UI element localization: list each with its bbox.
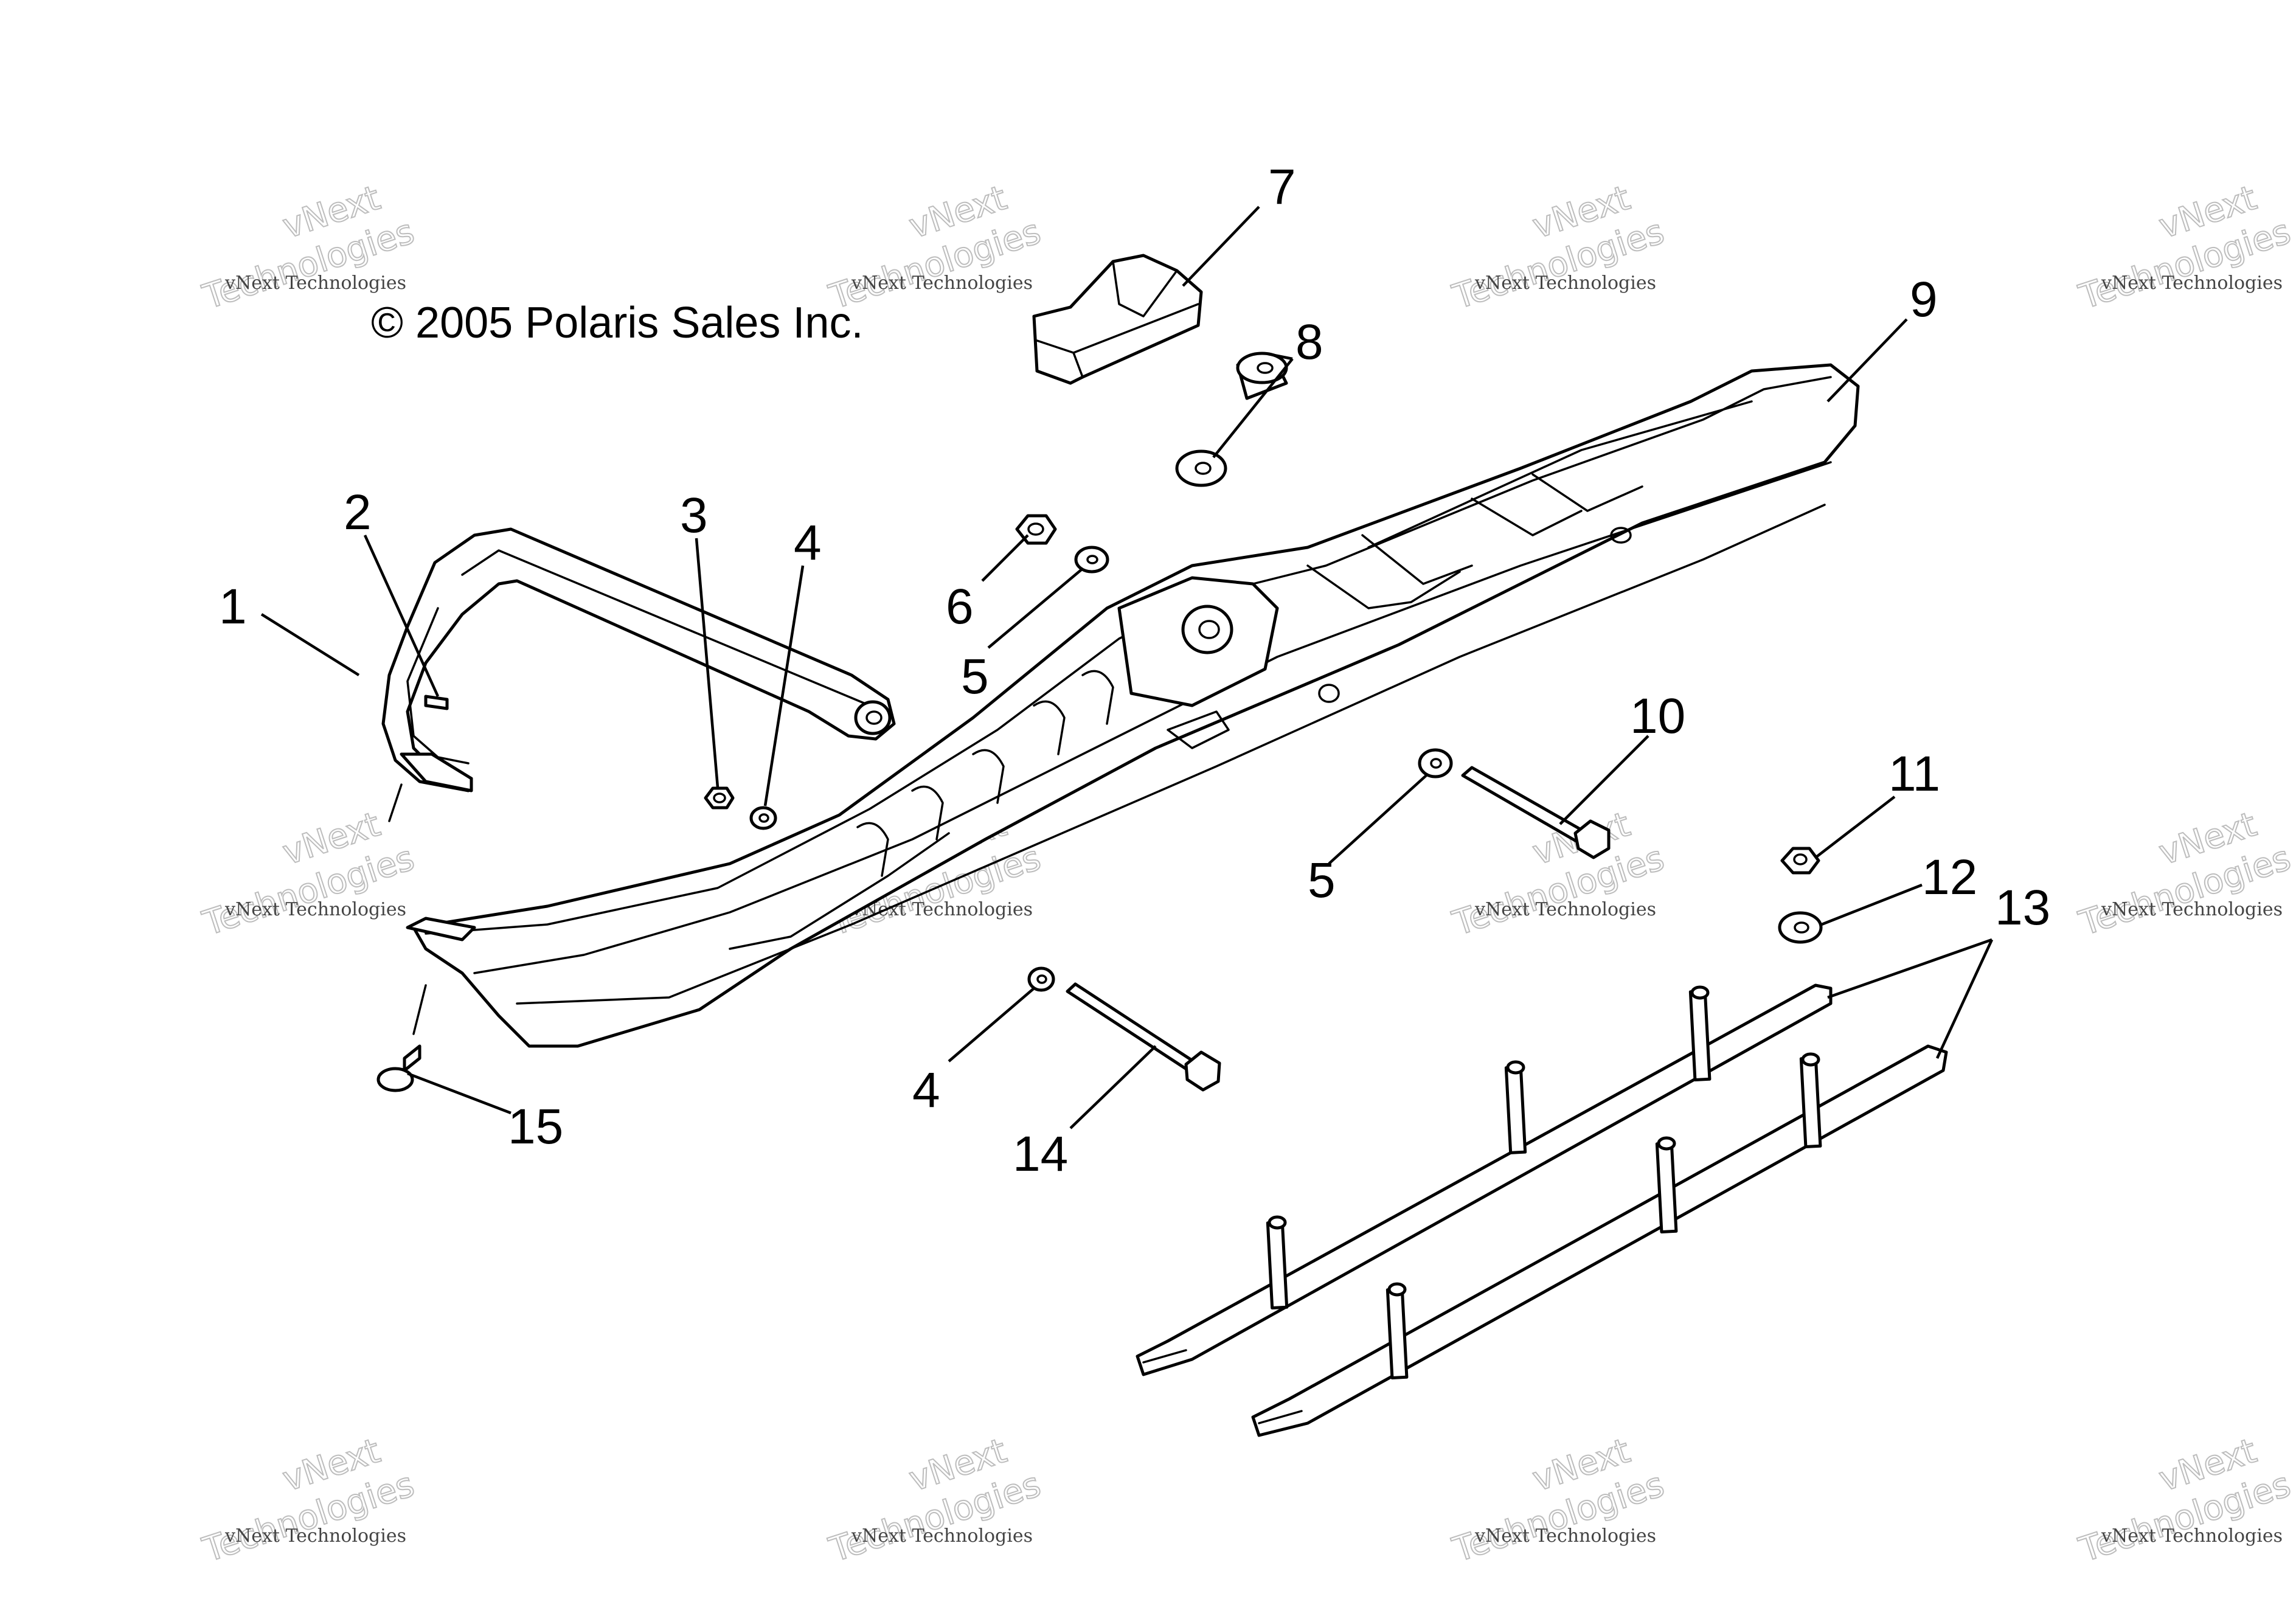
callout-8: 8: [1295, 314, 1323, 370]
svg-text:vNext Technologies: vNext Technologies: [2101, 1525, 2283, 1547]
svg-text:vNext Technologies: vNext Technologies: [224, 1525, 406, 1547]
callout-13: 13: [1995, 880, 2050, 935]
callout-1: 1: [219, 579, 247, 634]
callout-14: 14: [1013, 1126, 1068, 1182]
callout-3: 3: [680, 488, 708, 543]
wear-bar-icon: [1251, 1044, 1948, 1437]
callout-6: 6: [946, 579, 974, 634]
callout-9: 9: [1910, 272, 1938, 327]
watermark: vNext Technologies vNext Technologies: [198, 1430, 420, 1571]
callout-15: 15: [508, 1099, 563, 1154]
washer-icon: [1778, 911, 1823, 944]
svg-text:vNext Technologies: vNext Technologies: [851, 272, 1033, 294]
watermark: vNext Technologies vNext Technologies: [1448, 1430, 1670, 1571]
watermark: vNext Technologies vNext Technologies: [1448, 178, 1670, 318]
nut-icon: [704, 786, 735, 810]
callout-2: 2: [344, 485, 372, 540]
watermark: vNext Technologies vNext Technologies: [198, 804, 420, 945]
svg-text:vNext Technologies: vNext Technologies: [1474, 899, 1656, 920]
watermark-layer: vNext Technologies vNext Technologies vN…: [198, 178, 2296, 1571]
watermark: vNext Technologies vNext Technologies: [2074, 1430, 2296, 1571]
watermark: vNext Technologies vNext Technologies: [824, 1430, 1046, 1571]
svg-text:vNext Technologies: vNext Technologies: [2101, 899, 2283, 920]
callout-labels: 1 2 3 4 4 5 5 6 7 8 9 10 11 12 13 14 15: [219, 159, 2050, 1182]
bumper-pad-icon: [1032, 254, 1203, 385]
callout-10: 10: [1630, 688, 1685, 744]
ski-body-icon: [412, 363, 1860, 1048]
svg-text:vNext Technologies: vNext Technologies: [2101, 272, 2283, 294]
washer-icon: [1027, 966, 1055, 992]
callout-5: 5: [961, 649, 989, 704]
callout-4-lower: 4: [912, 1063, 940, 1118]
bolt-icon: [1066, 982, 1221, 1092]
ski-loop-handle-icon: [381, 527, 896, 822]
leader-lines: [260, 206, 1994, 1129]
callout-4: 4: [794, 515, 822, 570]
washer-icon: [1418, 748, 1453, 778]
svg-text:vNext Technologies: vNext Technologies: [1474, 1525, 1656, 1547]
copyright-text: © 2005 Polaris Sales Inc.: [371, 299, 863, 347]
svg-text:vNext Technologies: vNext Technologies: [224, 272, 406, 294]
svg-text:vNext Technologies: vNext Technologies: [224, 899, 406, 920]
bolt-icon: [376, 917, 476, 1092]
callout-5-lower: 5: [1308, 853, 1336, 908]
svg-text:vNext Technologies: vNext Technologies: [851, 1525, 1033, 1547]
washer-icon: [749, 806, 777, 830]
callout-11: 11: [1888, 746, 1940, 802]
svg-text:vNext Technologies: vNext Technologies: [851, 899, 1033, 920]
watermark: vNext Technologies vNext Technologies: [2074, 178, 2296, 318]
callout-7: 7: [1268, 159, 1296, 215]
bolt-icon: [1461, 766, 1611, 859]
bushing-icon: [1175, 352, 1288, 487]
svg-text:vNext Technologies: vNext Technologies: [1474, 272, 1656, 294]
watermark: vNext Technologies vNext Technologies: [2074, 804, 2296, 945]
washer-icon: [1074, 546, 1109, 574]
nut-icon: [1780, 847, 1820, 875]
callout-12: 12: [1922, 850, 1977, 905]
